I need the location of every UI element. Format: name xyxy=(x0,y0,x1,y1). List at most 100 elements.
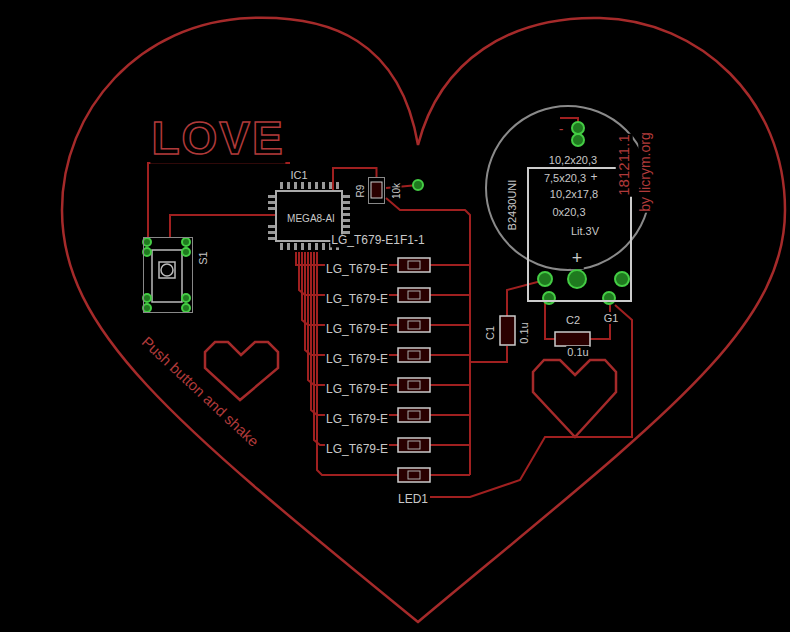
copper-trace xyxy=(308,252,398,385)
ic-pin xyxy=(343,225,350,228)
version-number: 181211.1 xyxy=(616,133,633,196)
ic-pin xyxy=(301,182,304,189)
ic-pin xyxy=(315,182,318,189)
push-button: S1 xyxy=(143,237,193,313)
dimension: 10,2x20,3 xyxy=(548,154,598,166)
part-name: C2 xyxy=(565,314,581,326)
copper-trace xyxy=(311,252,398,415)
button-symbol xyxy=(152,250,182,302)
polarity-mark: + xyxy=(571,249,584,269)
copper-trace xyxy=(148,118,632,497)
battery-outline xyxy=(486,106,650,270)
led-lens xyxy=(408,471,420,479)
copper-trace xyxy=(430,474,470,476)
part-name: IC1 xyxy=(289,169,308,181)
capacitor-symbol xyxy=(500,316,515,345)
led-lens xyxy=(408,321,420,329)
solder-pad xyxy=(572,134,584,146)
copper-trace xyxy=(170,215,275,237)
led-lens xyxy=(408,381,420,389)
part-value: 10k xyxy=(391,182,402,200)
led-lens xyxy=(408,261,420,479)
capacitor-symbol xyxy=(555,332,590,346)
board-outline xyxy=(205,342,278,400)
copper-trace xyxy=(430,384,470,386)
ic-pin xyxy=(268,201,275,204)
led-lens xyxy=(408,441,420,449)
solder-pad xyxy=(568,270,586,288)
part-value: 0.1u xyxy=(566,346,589,358)
part-value: LG_T679-E xyxy=(325,413,389,426)
led-lens xyxy=(408,351,420,359)
solder-pad xyxy=(143,238,151,246)
copper-trace xyxy=(430,324,470,326)
ic-pin xyxy=(343,195,350,198)
copper-trace xyxy=(470,346,507,362)
ic-pin xyxy=(268,207,275,210)
solder-pad xyxy=(182,238,190,246)
ic-pin xyxy=(280,243,283,250)
led-lens xyxy=(408,261,420,269)
part-value: LG_T679-E1F1-1 xyxy=(330,234,425,247)
ic-pin xyxy=(343,219,350,222)
solder-pad xyxy=(182,304,190,312)
ic-pin xyxy=(343,201,350,204)
led-footprint xyxy=(398,318,430,332)
dimension: 7,5x20,3 xyxy=(543,172,587,184)
ic-pin xyxy=(268,231,275,234)
silkscreen-note: Push button and shake xyxy=(138,333,263,451)
resistor-symbol xyxy=(371,182,382,198)
part-value: LG_T679-E xyxy=(325,293,389,306)
ic-pin xyxy=(287,182,290,189)
ic-pin xyxy=(301,243,304,250)
part-value: LG_T679-E xyxy=(325,263,389,276)
logo-text: LOVE xyxy=(150,113,285,164)
ic-pin xyxy=(268,225,275,228)
solder-pad xyxy=(572,122,584,134)
solder-pad xyxy=(182,294,190,302)
led-footprint xyxy=(398,348,430,362)
copper-trace xyxy=(430,414,470,416)
led-footprint xyxy=(398,378,430,392)
copper-trace xyxy=(545,300,555,339)
part-value: LG_T679-E xyxy=(325,383,389,396)
polarity-mark: + xyxy=(589,171,598,184)
ic-pin xyxy=(308,182,311,189)
ic-pin xyxy=(343,213,350,216)
copper-trace xyxy=(430,264,470,266)
part-value: 0.1u xyxy=(518,321,530,344)
copper-trace xyxy=(430,305,632,497)
part-name: R9 xyxy=(355,184,366,199)
ic-pin xyxy=(336,182,339,189)
copper-trace xyxy=(317,252,398,475)
copper-trace xyxy=(148,163,290,240)
copper-trace xyxy=(305,252,398,355)
part-value: LG_T679-E xyxy=(325,323,389,336)
ic-pin xyxy=(268,237,275,240)
solder-pad xyxy=(543,292,555,304)
part-value: B2430UNI xyxy=(506,179,518,232)
copper-trace xyxy=(430,294,470,296)
solder-pad xyxy=(615,272,629,286)
author-note: by licrym.org xyxy=(638,131,653,212)
led-footprint xyxy=(398,288,430,302)
ic-pin xyxy=(343,207,350,210)
part-name: C1 xyxy=(484,325,496,341)
part-name: S1 xyxy=(197,250,209,265)
solder-pad xyxy=(143,304,151,312)
solder-pad xyxy=(603,292,615,304)
ic-pin xyxy=(315,243,318,250)
led-footprint xyxy=(398,468,430,482)
led-footprint xyxy=(398,258,430,272)
button-symbol xyxy=(161,264,173,276)
board-outline xyxy=(62,18,785,622)
ic-pin xyxy=(308,243,311,250)
copper-trace xyxy=(507,280,545,316)
dimension: 0x20,3 xyxy=(551,206,586,218)
part-name: LED1 xyxy=(397,493,429,506)
ic-pin xyxy=(329,182,332,189)
